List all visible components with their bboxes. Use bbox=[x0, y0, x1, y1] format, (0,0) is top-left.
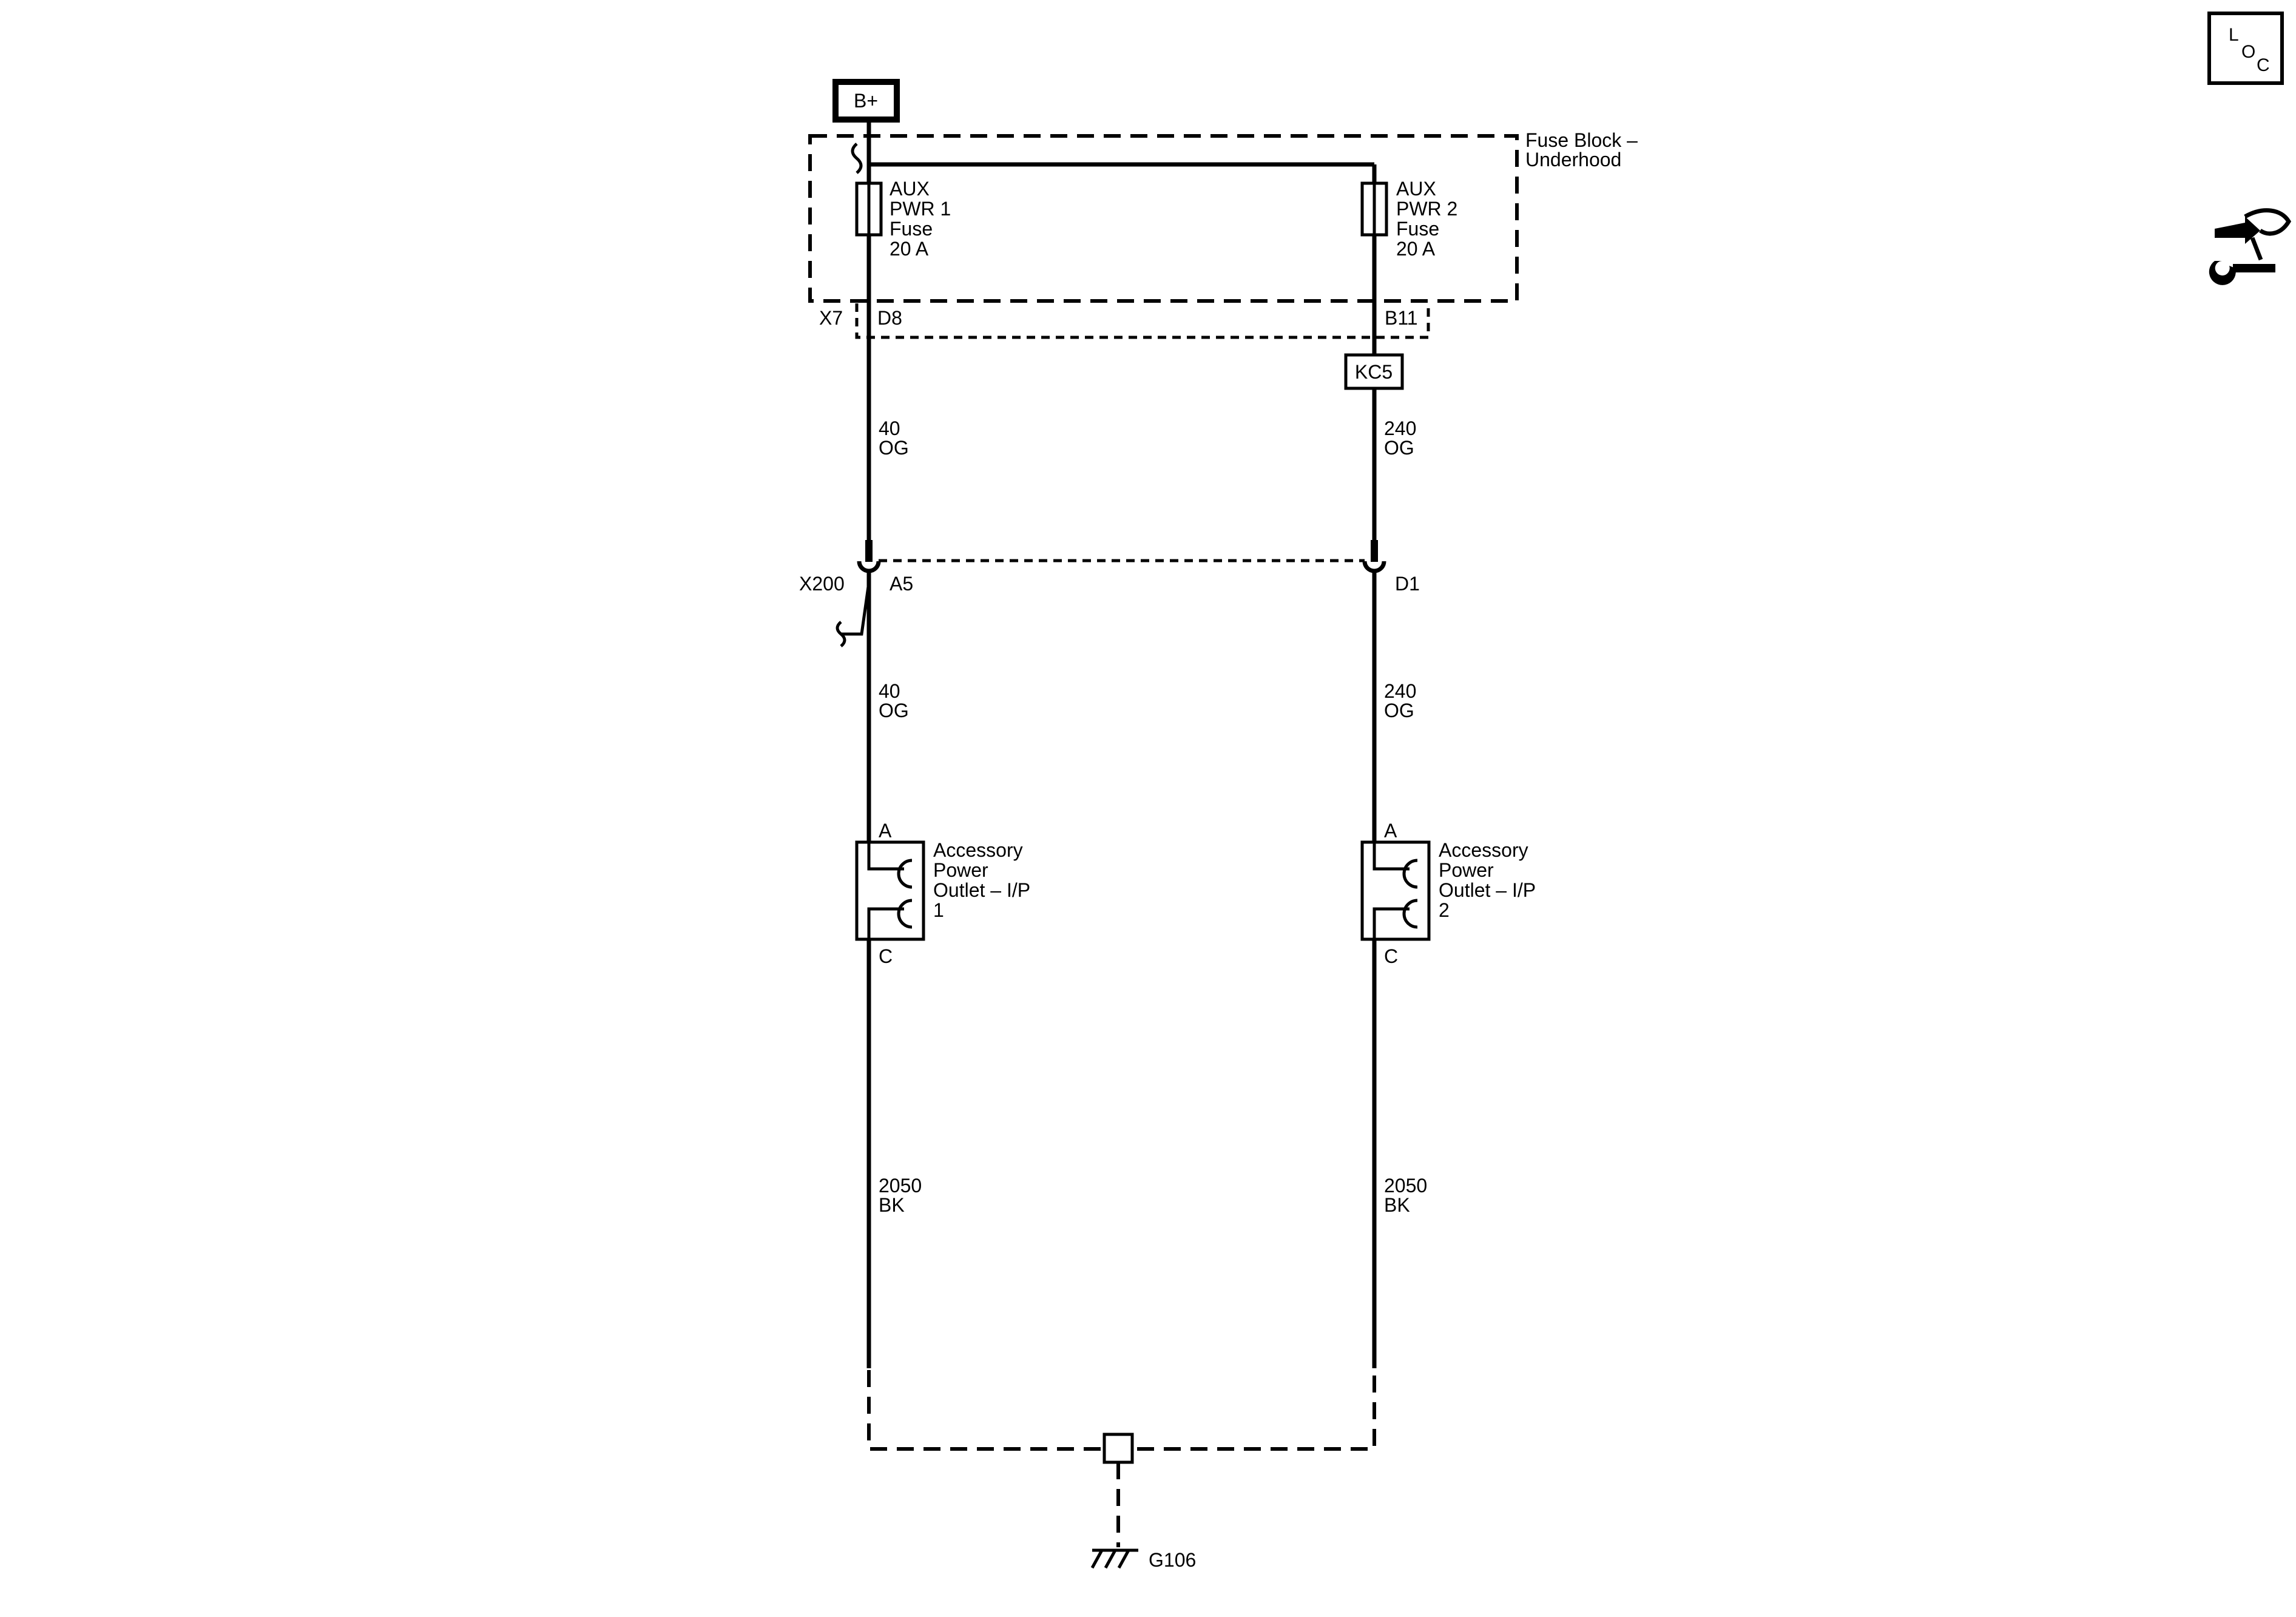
wire-label-right-upper-circuit: 240 bbox=[1384, 417, 1416, 439]
svg-text:Outlet – I/P: Outlet – I/P bbox=[933, 879, 1030, 901]
svg-text:Accessory: Accessory bbox=[933, 839, 1023, 861]
svg-text:Power: Power bbox=[1439, 859, 1494, 881]
wire-label-left-lower-color: BK bbox=[879, 1194, 905, 1216]
svg-text:Power: Power bbox=[933, 859, 988, 881]
location-icon[interactable]: L O C bbox=[2207, 12, 2284, 85]
ground-splice-box bbox=[1102, 1433, 1134, 1464]
fuse-aux-pwr-2: AUX PWR 2 Fuse 20 A bbox=[1360, 178, 1457, 260]
svg-text:Fuse: Fuse bbox=[890, 218, 933, 240]
svg-text:AUX: AUX bbox=[890, 178, 930, 200]
svg-text:A: A bbox=[879, 820, 892, 842]
fuse-block-subtitle: Underhood bbox=[1525, 149, 1621, 170]
svg-text:C: C bbox=[879, 945, 893, 967]
svg-text:PWR 2: PWR 2 bbox=[1396, 198, 1457, 220]
svg-text:20 A: 20 A bbox=[890, 238, 929, 260]
battery-positive-label: B+ bbox=[854, 90, 878, 112]
wire-label-right-lower-circuit: 2050 bbox=[1384, 1175, 1427, 1197]
svg-text:O: O bbox=[2241, 42, 2255, 62]
svg-text:Accessory: Accessory bbox=[1439, 839, 1528, 861]
wire-label-left-middle-color: OG bbox=[879, 700, 909, 721]
svg-text:KC5: KC5 bbox=[1355, 361, 1393, 383]
wire-break-symbol-branch bbox=[836, 621, 846, 647]
wire-label-left-upper-color: OG bbox=[879, 437, 909, 459]
wire-break-branch bbox=[841, 582, 871, 636]
connector-x7-pin-d8: D8 bbox=[877, 307, 902, 329]
connector-x7-pin-b11: B11 bbox=[1385, 307, 1418, 329]
connector-x200-pin-a5: A5 bbox=[890, 573, 913, 595]
svg-text:PWR 1: PWR 1 bbox=[890, 198, 951, 220]
fuse-block-title: Fuse Block – bbox=[1525, 129, 1638, 151]
connector-x7-label: X7 bbox=[819, 307, 843, 329]
wire-label-right-middle-circuit: 240 bbox=[1384, 680, 1416, 702]
wire-label-right-upper-color: OG bbox=[1384, 437, 1414, 459]
connector-x200-pin-d1: D1 bbox=[1395, 573, 1420, 595]
svg-text:20 A: 20 A bbox=[1396, 238, 1436, 260]
fuse-block-outline bbox=[808, 134, 1519, 303]
fuse-aux-pwr-1: AUX PWR 1 Fuse 20 A bbox=[855, 178, 951, 260]
accessory-power-outlet-1: A C Accessory Power Outlet – I/P 1 bbox=[855, 820, 1030, 967]
battery-positive-box: B+ bbox=[832, 79, 900, 123]
svg-text:A: A bbox=[1384, 820, 1397, 842]
option-code-kc5: KC5 bbox=[1344, 353, 1404, 390]
svg-text:L: L bbox=[2229, 25, 2239, 45]
svg-text:1: 1 bbox=[933, 899, 944, 921]
wire-label-right-middle-color: OG bbox=[1384, 700, 1414, 721]
ground-label: G106 bbox=[1149, 1549, 1196, 1571]
wire-label-left-upper-circuit: 40 bbox=[879, 417, 900, 439]
svg-text:C: C bbox=[2257, 55, 2270, 75]
connector-x200 bbox=[857, 540, 1386, 573]
connector-x200-label: X200 bbox=[799, 573, 845, 595]
svg-text:Fuse: Fuse bbox=[1396, 218, 1439, 240]
wire-label-left-lower-circuit: 2050 bbox=[879, 1175, 922, 1197]
wire-label-left-middle-circuit: 40 bbox=[879, 680, 900, 702]
connector-x7-outline bbox=[855, 303, 1430, 339]
svg-text:2: 2 bbox=[1439, 899, 1450, 921]
svg-text:AUX: AUX bbox=[1396, 178, 1436, 200]
service-tools-icon[interactable] bbox=[2209, 208, 2292, 285]
svg-text:Outlet – I/P: Outlet – I/P bbox=[1439, 879, 1536, 901]
wire-break-symbol-top bbox=[851, 143, 863, 174]
wire-label-right-lower-color: BK bbox=[1384, 1194, 1410, 1216]
svg-text:C: C bbox=[1384, 945, 1398, 967]
accessory-power-outlet-2: A C Accessory Power Outlet – I/P 2 bbox=[1360, 820, 1536, 967]
ground-symbol-g106: G106 bbox=[1090, 1548, 1196, 1571]
